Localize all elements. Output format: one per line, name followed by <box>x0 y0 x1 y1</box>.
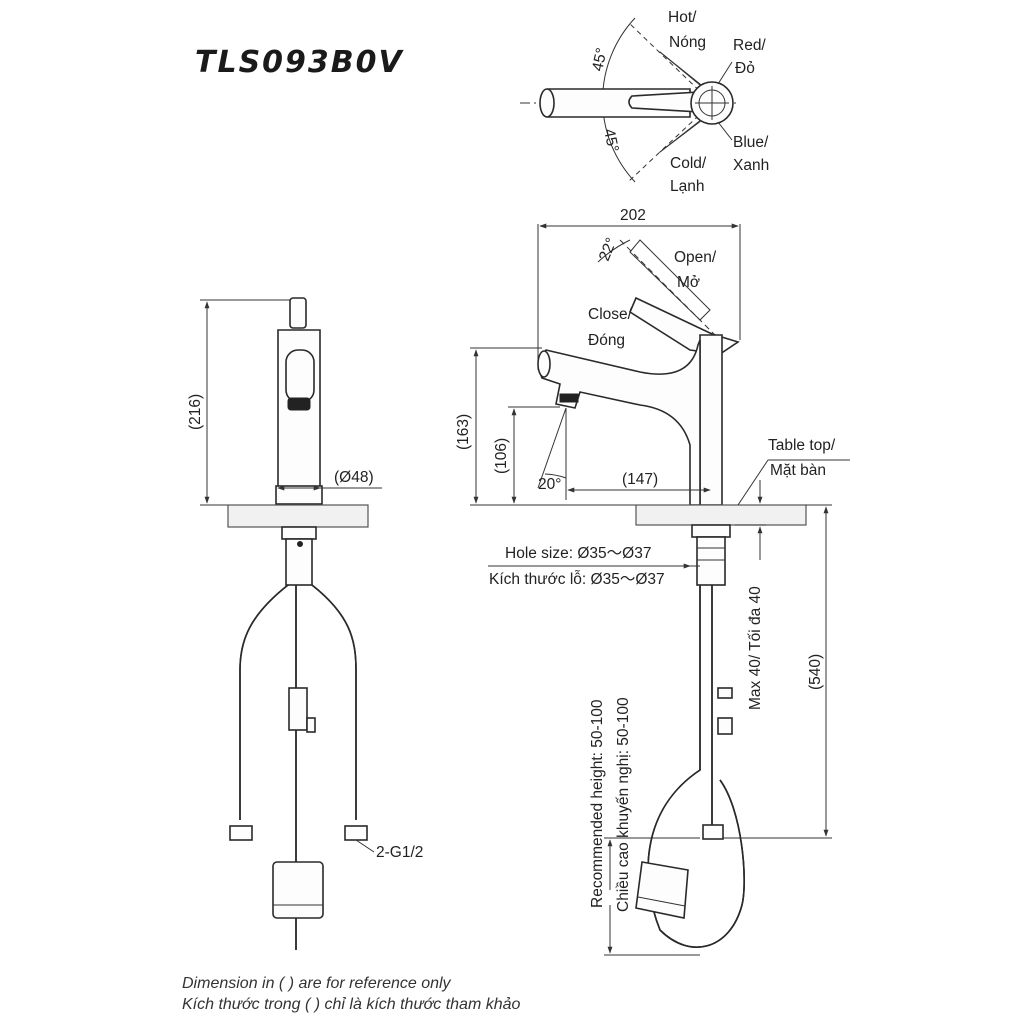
hose-right-inner <box>311 584 357 820</box>
max-thickness-label: Max 40/ Tối đa 40 <box>747 586 764 710</box>
open-label: Open/ <box>674 249 717 266</box>
width-label: 202 <box>620 207 646 224</box>
connector-right <box>344 825 368 841</box>
hose-right-outer <box>311 584 357 820</box>
hot-label: Hot/ <box>668 9 697 26</box>
lever-angle-label: 22° <box>596 235 621 263</box>
front-height-label: (216) <box>187 394 204 430</box>
hole-size-label: Hole size: Ø35～Ø37 <box>505 545 651 562</box>
hose-left-inner <box>239 584 289 820</box>
diameter-label: (Ø48) <box>334 469 374 486</box>
table-top-label: Table top/ <box>768 437 836 454</box>
spray-angle-line <box>537 407 567 489</box>
lock-nut-side <box>691 524 731 538</box>
open-label-vi: Mở <box>677 274 700 291</box>
deck-front <box>227 504 369 528</box>
spout-head <box>537 350 551 378</box>
connector-left <box>229 825 253 841</box>
pull-out-hose-inner <box>647 585 745 948</box>
close-label: Close/ <box>588 306 633 323</box>
aerator-side <box>559 393 579 403</box>
lever-front <box>289 297 307 329</box>
lever-center <box>628 91 701 113</box>
footnote-vi: Kích thước trong ( ) chỉ là kích thước t… <box>182 996 521 1013</box>
recommended-height-label-vi: Chiều cao khuyến nghị: 50-100 <box>615 697 632 912</box>
spout-side <box>538 339 701 506</box>
blue-leader <box>717 121 733 141</box>
connector-leader <box>355 839 375 853</box>
blue-label-vi: Xanh <box>733 157 769 174</box>
lever-hot-outline <box>659 51 707 91</box>
shank-screw <box>297 541 303 547</box>
table-top-leader <box>737 459 769 506</box>
reach-label: (147) <box>622 471 658 488</box>
hole-size-label-vi: Kích thước lỗ: Ø35～Ø37 <box>489 571 665 588</box>
angle-upper-label: 45° <box>589 46 611 72</box>
red-label: Red/ <box>733 37 766 54</box>
hose-clip-front <box>288 687 308 731</box>
spout-outlet-front <box>285 349 315 403</box>
hose-weight-side <box>635 861 689 919</box>
red-leader <box>717 61 733 85</box>
connector-label: 2-G1/2 <box>376 844 423 861</box>
deck-side <box>635 504 807 526</box>
connector-side <box>702 824 724 840</box>
side-view: 202 22° Open/ Mở Close/ Đóng (163) (106) <box>455 207 850 956</box>
footnote-en: Dimension in ( ) are for reference only <box>182 975 452 992</box>
hose-length-label: (540) <box>807 654 824 690</box>
blue-label: Blue/ <box>733 134 769 151</box>
total-height-label: (163) <box>455 414 472 450</box>
angle-lower-label: 45° <box>600 127 622 153</box>
hose-left-outer <box>239 584 289 820</box>
spout-tip <box>539 88 555 118</box>
red-label-vi: Đỏ <box>735 60 755 77</box>
lever-cold-outline <box>659 115 707 153</box>
recommended-height-label: Recommended height: 50-100 <box>589 699 606 908</box>
body-side <box>699 334 723 506</box>
cold-label-vi: Lạnh <box>670 178 704 195</box>
cold-label: Cold/ <box>670 155 707 172</box>
shank-side <box>696 536 726 586</box>
spray-angle-label: 20° <box>538 476 561 493</box>
model-title: TLS093B0V <box>195 45 405 80</box>
hot-label-vi: Nóng <box>669 34 706 51</box>
top-view: Hot/ Nóng Red/ Đỏ Blue/ Xanh Cold/ Lạnh … <box>520 9 769 195</box>
spout-height-label: (106) <box>493 438 510 474</box>
front-view: (216) (Ø48) 2-G1 <box>187 297 423 950</box>
lock-nut-front <box>281 526 317 540</box>
lever-open-position <box>629 239 711 321</box>
base-ring-front <box>275 485 323 505</box>
close-label-vi: Đóng <box>588 332 625 349</box>
table-top-label-vi: Mặt bàn <box>770 462 826 479</box>
hose-weight-front <box>272 861 324 919</box>
aerator-front <box>287 397 311 411</box>
